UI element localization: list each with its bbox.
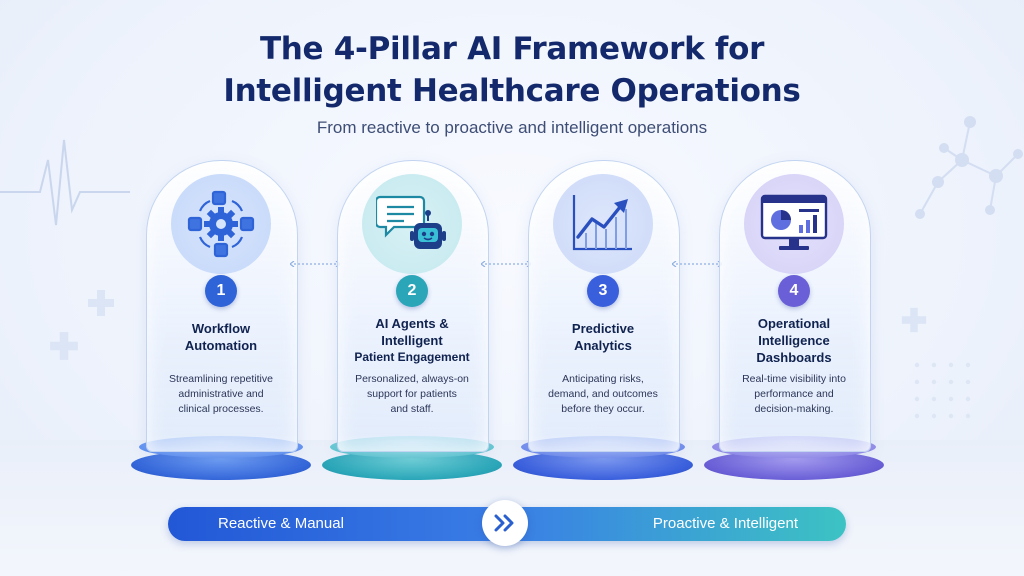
pillar-title: Operational Intelligence Dashboards bbox=[714, 315, 874, 366]
heartbeat-line-decoration bbox=[0, 139, 130, 226]
double-chevron-right-icon bbox=[494, 514, 514, 532]
progress-end-label: Proactive & Intelligent bbox=[652, 515, 798, 532]
pillar-number-badge: 1 bbox=[205, 275, 237, 307]
pillar-title: Workflow Automation bbox=[141, 320, 301, 354]
pillar-title: AI Agents & Intelligent Patient Engageme… bbox=[332, 315, 492, 366]
pillar-title-line: Dashboards bbox=[756, 350, 832, 365]
pillar-title-line: AI Agents & bbox=[375, 316, 449, 331]
pillar-title: Predictive Analytics bbox=[523, 320, 683, 354]
pillar-number-badge: 2 bbox=[396, 275, 428, 307]
pillar-description-line: Personalized, always-on bbox=[355, 373, 469, 385]
dot-grid-decoration bbox=[914, 362, 971, 419]
pillar-description-line: demand, and outcomes bbox=[548, 388, 658, 400]
pillar-number-badge: 4 bbox=[778, 275, 810, 307]
pillar-description-line: support for patients bbox=[367, 388, 457, 400]
pillar-title-line: Analytics bbox=[574, 338, 632, 353]
pillar-title-line: Intelligence bbox=[758, 333, 830, 348]
plus-decoration bbox=[88, 290, 114, 316]
pillar-description: Anticipating risks, demand, and outcomes… bbox=[535, 372, 671, 417]
pillar-description-line: Streamlining repetitive bbox=[169, 373, 273, 385]
dashboard-monitor-icon bbox=[760, 194, 828, 250]
progress-mid-badge bbox=[482, 500, 528, 546]
pillar-title-line: Automation bbox=[184, 338, 258, 353]
plus-decoration bbox=[901, 307, 927, 333]
pillar-description-line: clinical processes. bbox=[178, 403, 264, 415]
pillar-description-line: administrative and bbox=[178, 388, 264, 400]
pillar-description-line: performance and bbox=[754, 388, 834, 400]
pillar-description-line: and staff. bbox=[390, 403, 434, 415]
pillar-title-line: Workflow bbox=[191, 321, 251, 336]
maturity-progress-bar: Reactive & Manual Proactive & Intelligen… bbox=[168, 500, 846, 546]
pillar-operational-dashboards: 4 Operational Intelligence Dashboards Re… bbox=[704, 160, 884, 490]
pillar-description-line: decision-making. bbox=[754, 403, 834, 415]
pillar-title-line: Predictive bbox=[571, 321, 635, 336]
icon-circle bbox=[553, 174, 653, 274]
molecule-decoration bbox=[915, 116, 1023, 219]
icon-circle bbox=[362, 174, 462, 274]
pillar-workflow-automation: 1 Workflow Automation Streamlining repet… bbox=[131, 160, 311, 490]
page-title: The 4-Pillar AI Framework for Intelligen… bbox=[0, 28, 1024, 112]
pillar-description: Real-time visibility into performance an… bbox=[726, 372, 862, 417]
progress-start-label: Reactive & Manual bbox=[218, 515, 344, 532]
page-title-line-2: Intelligent Healthcare Operations bbox=[223, 73, 801, 109]
pillar-title-line: Operational bbox=[757, 316, 831, 331]
pillar-description-line: Real-time visibility into bbox=[742, 373, 846, 385]
icon-circle bbox=[744, 174, 844, 274]
chatbot-icon bbox=[376, 195, 446, 249]
gear-workflow-icon bbox=[187, 190, 255, 258]
pillar-predictive-analytics: 3 Predictive Analytics Anticipating risk… bbox=[513, 160, 693, 490]
icon-circle bbox=[171, 174, 271, 274]
pillar-title-line: Intelligent bbox=[381, 333, 443, 348]
pillar-ai-agents: 2 AI Agents & Intelligent Patient Engage… bbox=[322, 160, 502, 490]
page-title-line-1: The 4-Pillar AI Framework for bbox=[259, 31, 765, 67]
pillar-description-line: before they occur. bbox=[561, 403, 645, 415]
pillar-description: Streamlining repetitive administrative a… bbox=[153, 372, 289, 417]
pillar-description: Personalized, always-on support for pati… bbox=[344, 372, 480, 417]
pillar-number-badge: 3 bbox=[587, 275, 619, 307]
page-subtitle: From reactive to proactive and intellige… bbox=[316, 118, 708, 137]
pillar-title-line: Patient Engagement bbox=[354, 350, 470, 364]
pillar-description-line: Anticipating risks, bbox=[562, 373, 644, 385]
trend-chart-icon bbox=[572, 195, 632, 251]
plus-decoration bbox=[50, 332, 78, 360]
